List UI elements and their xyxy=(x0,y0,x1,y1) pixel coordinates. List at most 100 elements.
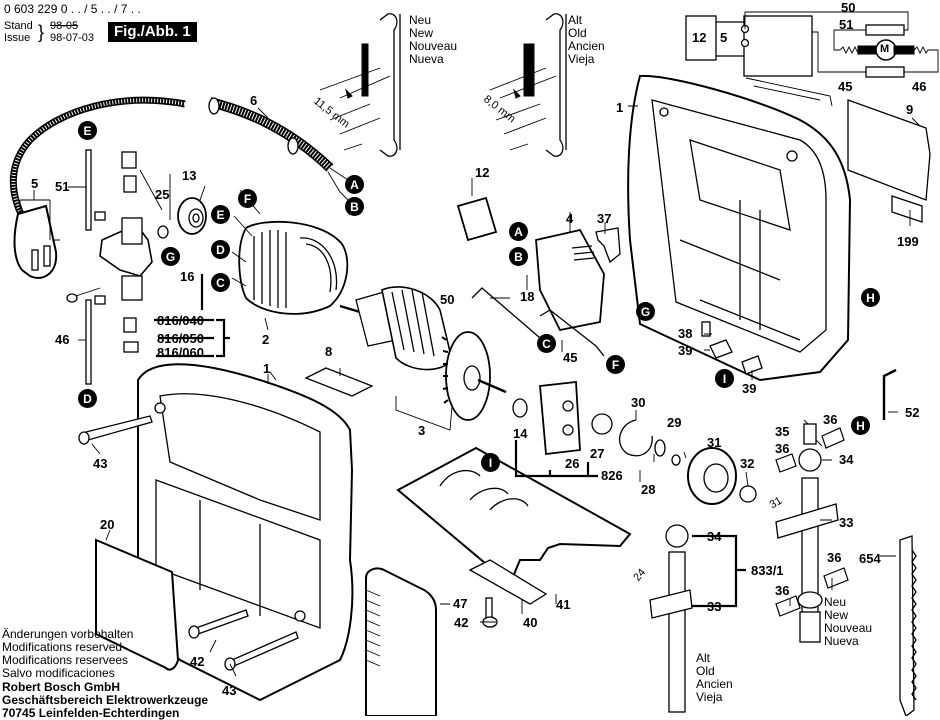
plunger-new-drawing xyxy=(775,448,839,643)
legend-old-es: Vieja xyxy=(696,690,723,704)
part-label-46: 46 xyxy=(55,332,70,347)
wire-46-drawing xyxy=(85,295,106,385)
part-label-33-bottom: 33 xyxy=(707,599,722,614)
part-number-header: 0 603 229 0 . . / 5 . . / 7 . . xyxy=(4,2,141,16)
legend-old-en: Old xyxy=(696,664,715,678)
old-date: 98-05 xyxy=(50,20,79,32)
housing-right-drawing xyxy=(627,74,852,382)
part-label-654: 654 xyxy=(859,551,881,566)
wiring-terminal-label: 5 xyxy=(720,30,728,45)
part-label-30: 30 xyxy=(631,395,646,410)
part-label-28: 28 xyxy=(641,482,656,497)
legend-old-bottom: Alt Old Ancien Vieja xyxy=(696,652,733,704)
detail-new-drawing xyxy=(319,13,401,157)
ref-marker-f-field: F xyxy=(238,189,257,208)
legend-new-bottom: Neu New Nouveau Nueva xyxy=(824,596,872,648)
part-label-13: 13 xyxy=(182,168,197,183)
part-label-4: 4 xyxy=(566,211,574,226)
motor-symbol: M xyxy=(880,43,890,55)
legend-new-en: New xyxy=(409,26,434,40)
part-label-50: 50 xyxy=(440,292,455,307)
wiring-wire-45: 45 xyxy=(838,79,853,94)
part-label-8: 8 xyxy=(325,344,333,359)
leader-lines xyxy=(52,105,921,677)
wiring-wire-51: 51 xyxy=(839,17,854,32)
circlip-30-drawing xyxy=(618,419,653,457)
part-label-27: 27 xyxy=(590,446,605,461)
screws-drawing xyxy=(78,415,299,671)
wiring-wire-50: 50 xyxy=(841,0,856,15)
ref-marker-g-brush: G xyxy=(161,247,180,266)
part-label-38: 38 xyxy=(678,326,693,341)
part-label-42: 42 xyxy=(454,615,469,630)
part-label-37: 37 xyxy=(597,211,612,226)
part-label-43-bottom: 43 xyxy=(222,683,237,698)
part-label-29: 29 xyxy=(667,415,682,430)
plunger-old-drawing xyxy=(649,524,693,713)
legend-new-fr: Nouveau xyxy=(409,39,458,53)
legend-new-en: New xyxy=(824,608,849,622)
ref-marker-b-switch: B xyxy=(509,247,528,266)
part-label-1-right: 1 xyxy=(616,100,624,115)
guide-block-26-drawing xyxy=(539,381,581,456)
cover-20-drawing xyxy=(95,538,180,671)
part-label-25: 25 xyxy=(155,187,170,202)
part-label-12: 12 xyxy=(475,165,490,180)
ref-marker-f-wire: F xyxy=(606,355,625,374)
issue-label: Issue xyxy=(4,32,31,44)
legend-new-fr: Nouveau xyxy=(824,621,873,635)
wrench-52-drawing xyxy=(882,368,897,420)
clamp-40-drawing xyxy=(468,559,548,605)
part-label-39-b: 39 xyxy=(742,381,757,396)
part-label-3: 3 xyxy=(418,423,426,438)
screw-42-drawing xyxy=(482,597,498,628)
legend-new-top: Neu New Nouveau Nueva xyxy=(409,14,457,66)
brush-holder-drawing xyxy=(66,151,153,353)
part-label-34-bottom: 34 xyxy=(707,529,722,544)
gear-31-drawing xyxy=(654,439,757,505)
lever-37-drawing xyxy=(595,227,621,264)
part-label-816-060: 816/060 xyxy=(157,345,204,360)
part-label-36-d: 36 xyxy=(775,583,790,598)
part-label-39-a: 39 xyxy=(678,343,693,358)
part-label-16: 16 xyxy=(180,269,195,284)
wiring-wire-46: 46 xyxy=(912,79,927,94)
part-label-5: 5 xyxy=(31,176,39,191)
cap-12-drawing xyxy=(456,196,498,242)
washer-25-drawing xyxy=(157,225,169,239)
side-cover-47-drawing xyxy=(365,567,437,716)
company-division: Geschäftsbereich Elektrowerkzeuge xyxy=(2,693,209,707)
ref-marker-e-wire: E xyxy=(78,121,97,140)
ref-marker-i-baseplate: I xyxy=(481,453,500,472)
part-label-36-c: 36 xyxy=(827,550,842,565)
wiring-switch-label: 12 xyxy=(692,30,707,45)
part-label-42-bottom: 42 xyxy=(190,654,205,669)
part-label-826: 826 xyxy=(601,468,623,483)
legend-old-fr: Ancien xyxy=(568,39,605,53)
labels-9-199-drawing xyxy=(847,99,931,223)
legend-old-es: Vieja xyxy=(568,52,595,66)
part-label-833-1: 833/1 xyxy=(751,563,784,578)
legend-old-fr: Ancien xyxy=(696,677,733,691)
part-label-20: 20 xyxy=(100,517,115,532)
legend-old-de: Alt xyxy=(696,651,711,665)
part-label-33-top: 33 xyxy=(839,515,854,530)
part-label-26: 26 xyxy=(565,456,580,471)
bearing-13-drawing xyxy=(177,197,207,235)
ref-marker-d-field: D xyxy=(211,240,230,259)
ref-marker-a-cord: A xyxy=(345,175,364,194)
part-label-2: 2 xyxy=(262,332,270,347)
ref-marker-h-housing: H xyxy=(861,288,880,307)
part-label-45: 45 xyxy=(563,350,578,365)
wire-51-drawing xyxy=(85,149,106,231)
part-label-6: 6 xyxy=(250,93,258,108)
brace: } xyxy=(38,22,45,42)
legend-new-es: Nueva xyxy=(824,634,859,648)
field-stator-drawing xyxy=(238,220,349,315)
part-label-14: 14 xyxy=(513,426,528,441)
figure-label: Fig./Abb. 1 xyxy=(108,22,197,42)
ref-marker-c-field: C xyxy=(211,273,230,292)
ref-marker-e-field: E xyxy=(211,205,230,224)
issue-date: 98-07-03 xyxy=(50,32,95,44)
